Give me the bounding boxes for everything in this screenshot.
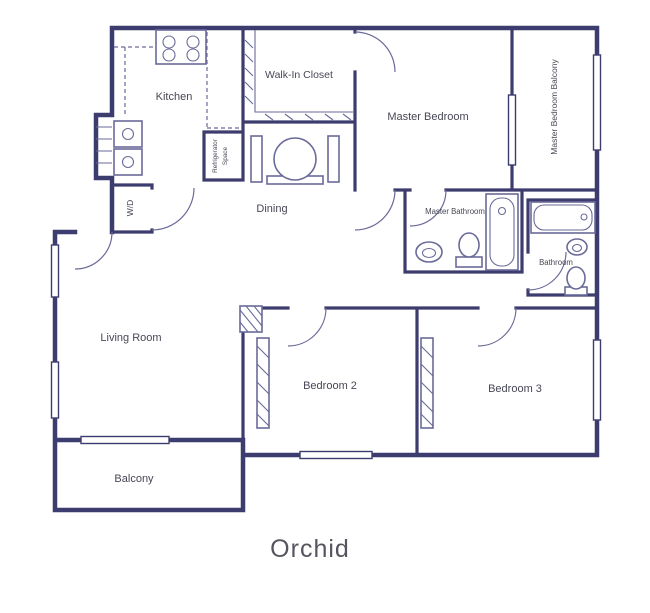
- bedroom-3-closet-hatch: [420, 345, 434, 427]
- master-sink-basin: [421, 247, 437, 259]
- room-label-refrigerator-space-line1: Refrigerator: [212, 138, 219, 173]
- room-label-living-room: Living Room: [100, 332, 161, 344]
- bathtub-basin: [533, 204, 593, 231]
- door-arc-master-bedroom: [354, 189, 396, 231]
- dining-nook-right: [327, 135, 340, 183]
- bedroom-2-closet-hatch: [256, 345, 270, 427]
- window-living-room-lower: [50, 361, 60, 419]
- bedroom-3-closet: [420, 337, 434, 429]
- dining-fixtures: [250, 135, 340, 185]
- closet-fixtures: [239, 30, 434, 429]
- window-bedroom-2: [299, 450, 373, 460]
- cabinet-dashes: [114, 32, 241, 129]
- master-bathroom-fixtures: [415, 193, 519, 271]
- door-arc-laundry: [151, 187, 195, 231]
- room-label-washer-dryer: W/D: [125, 200, 135, 217]
- windows: [50, 54, 602, 460]
- room-label-balcony: Balcony: [114, 473, 154, 485]
- master-sink: [415, 241, 443, 263]
- bathtub-drain: [580, 213, 588, 221]
- room-label-bedroom-2: Bedroom 2: [303, 380, 357, 392]
- kitchen-sink-lower: [113, 148, 143, 176]
- room-label-kitchen: Kitchen: [156, 91, 193, 103]
- door-arc-bedroom-3: [477, 307, 517, 347]
- linen-closet-hatch: [239, 305, 263, 333]
- balcony-sliding-door: [80, 435, 170, 445]
- kitchen-sink-lower-basin: [121, 155, 135, 169]
- stove-burner: [162, 48, 176, 62]
- doors: [74, 31, 567, 347]
- stove-burner: [162, 35, 176, 49]
- master-balcony-sliding-door: [507, 94, 517, 166]
- kitchen-fixtures: [96, 29, 241, 176]
- room-label-master-bathroom: Master Bathroom: [425, 207, 485, 216]
- master-bathtub-drain: [497, 206, 507, 216]
- bathroom-toilet-bowl: [566, 266, 586, 290]
- door-arc-walk-in-closet: [354, 31, 396, 73]
- room-label-dining: Dining: [256, 203, 287, 215]
- door-arc-entry: [74, 231, 113, 270]
- stove: [155, 29, 207, 65]
- window-living-room-upper: [50, 244, 60, 298]
- window-master-balcony: [592, 54, 602, 151]
- room-label-master-bedroom-balcony: Master Bedroom Balcony: [549, 59, 559, 155]
- master-bathtub-basin: [489, 197, 515, 267]
- room-labels: Kitchen Walk-In Closet Master Bedroom Ma…: [100, 59, 572, 485]
- plan-title: Orchid: [270, 535, 350, 563]
- door-arc-bedroom-2: [287, 307, 327, 347]
- master-toilet-tank: [455, 256, 483, 268]
- bathroom-sink: [566, 238, 588, 256]
- bathtub: [530, 201, 596, 234]
- room-label-walk-in-closet: Walk-In Closet: [265, 69, 333, 81]
- door-arc-master-bathroom: [409, 189, 447, 227]
- room-label-bedroom-3: Bedroom 3: [488, 383, 542, 395]
- bathroom-fixtures: [530, 201, 596, 296]
- master-toilet-bowl: [458, 232, 480, 258]
- room-label-bathroom: Bathroom: [539, 258, 573, 267]
- kitchen-sink-upper: [113, 120, 143, 148]
- utility-chase-hatch: [96, 126, 112, 164]
- dining-table: [273, 137, 317, 181]
- exterior-walls: [52, 25, 600, 513]
- bathroom-sink-basin: [571, 243, 583, 253]
- stove-burner: [186, 35, 200, 49]
- dining-nook-left: [250, 135, 263, 183]
- walk-in-closet-shelf: [254, 30, 353, 113]
- stove-burner: [186, 48, 200, 62]
- room-label-master-bedroom: Master Bedroom: [387, 111, 468, 123]
- window-bedroom-3: [592, 339, 602, 421]
- walk-in-closet-hatch: [244, 39, 352, 121]
- door-arc-bathroom: [527, 251, 567, 291]
- master-bathtub: [485, 193, 519, 271]
- kitchen-sink-upper-basin: [121, 127, 135, 141]
- bedroom-2-closet: [256, 337, 270, 429]
- linen-closet: [239, 305, 263, 333]
- room-label-refrigerator-space-line2: Space: [222, 146, 229, 165]
